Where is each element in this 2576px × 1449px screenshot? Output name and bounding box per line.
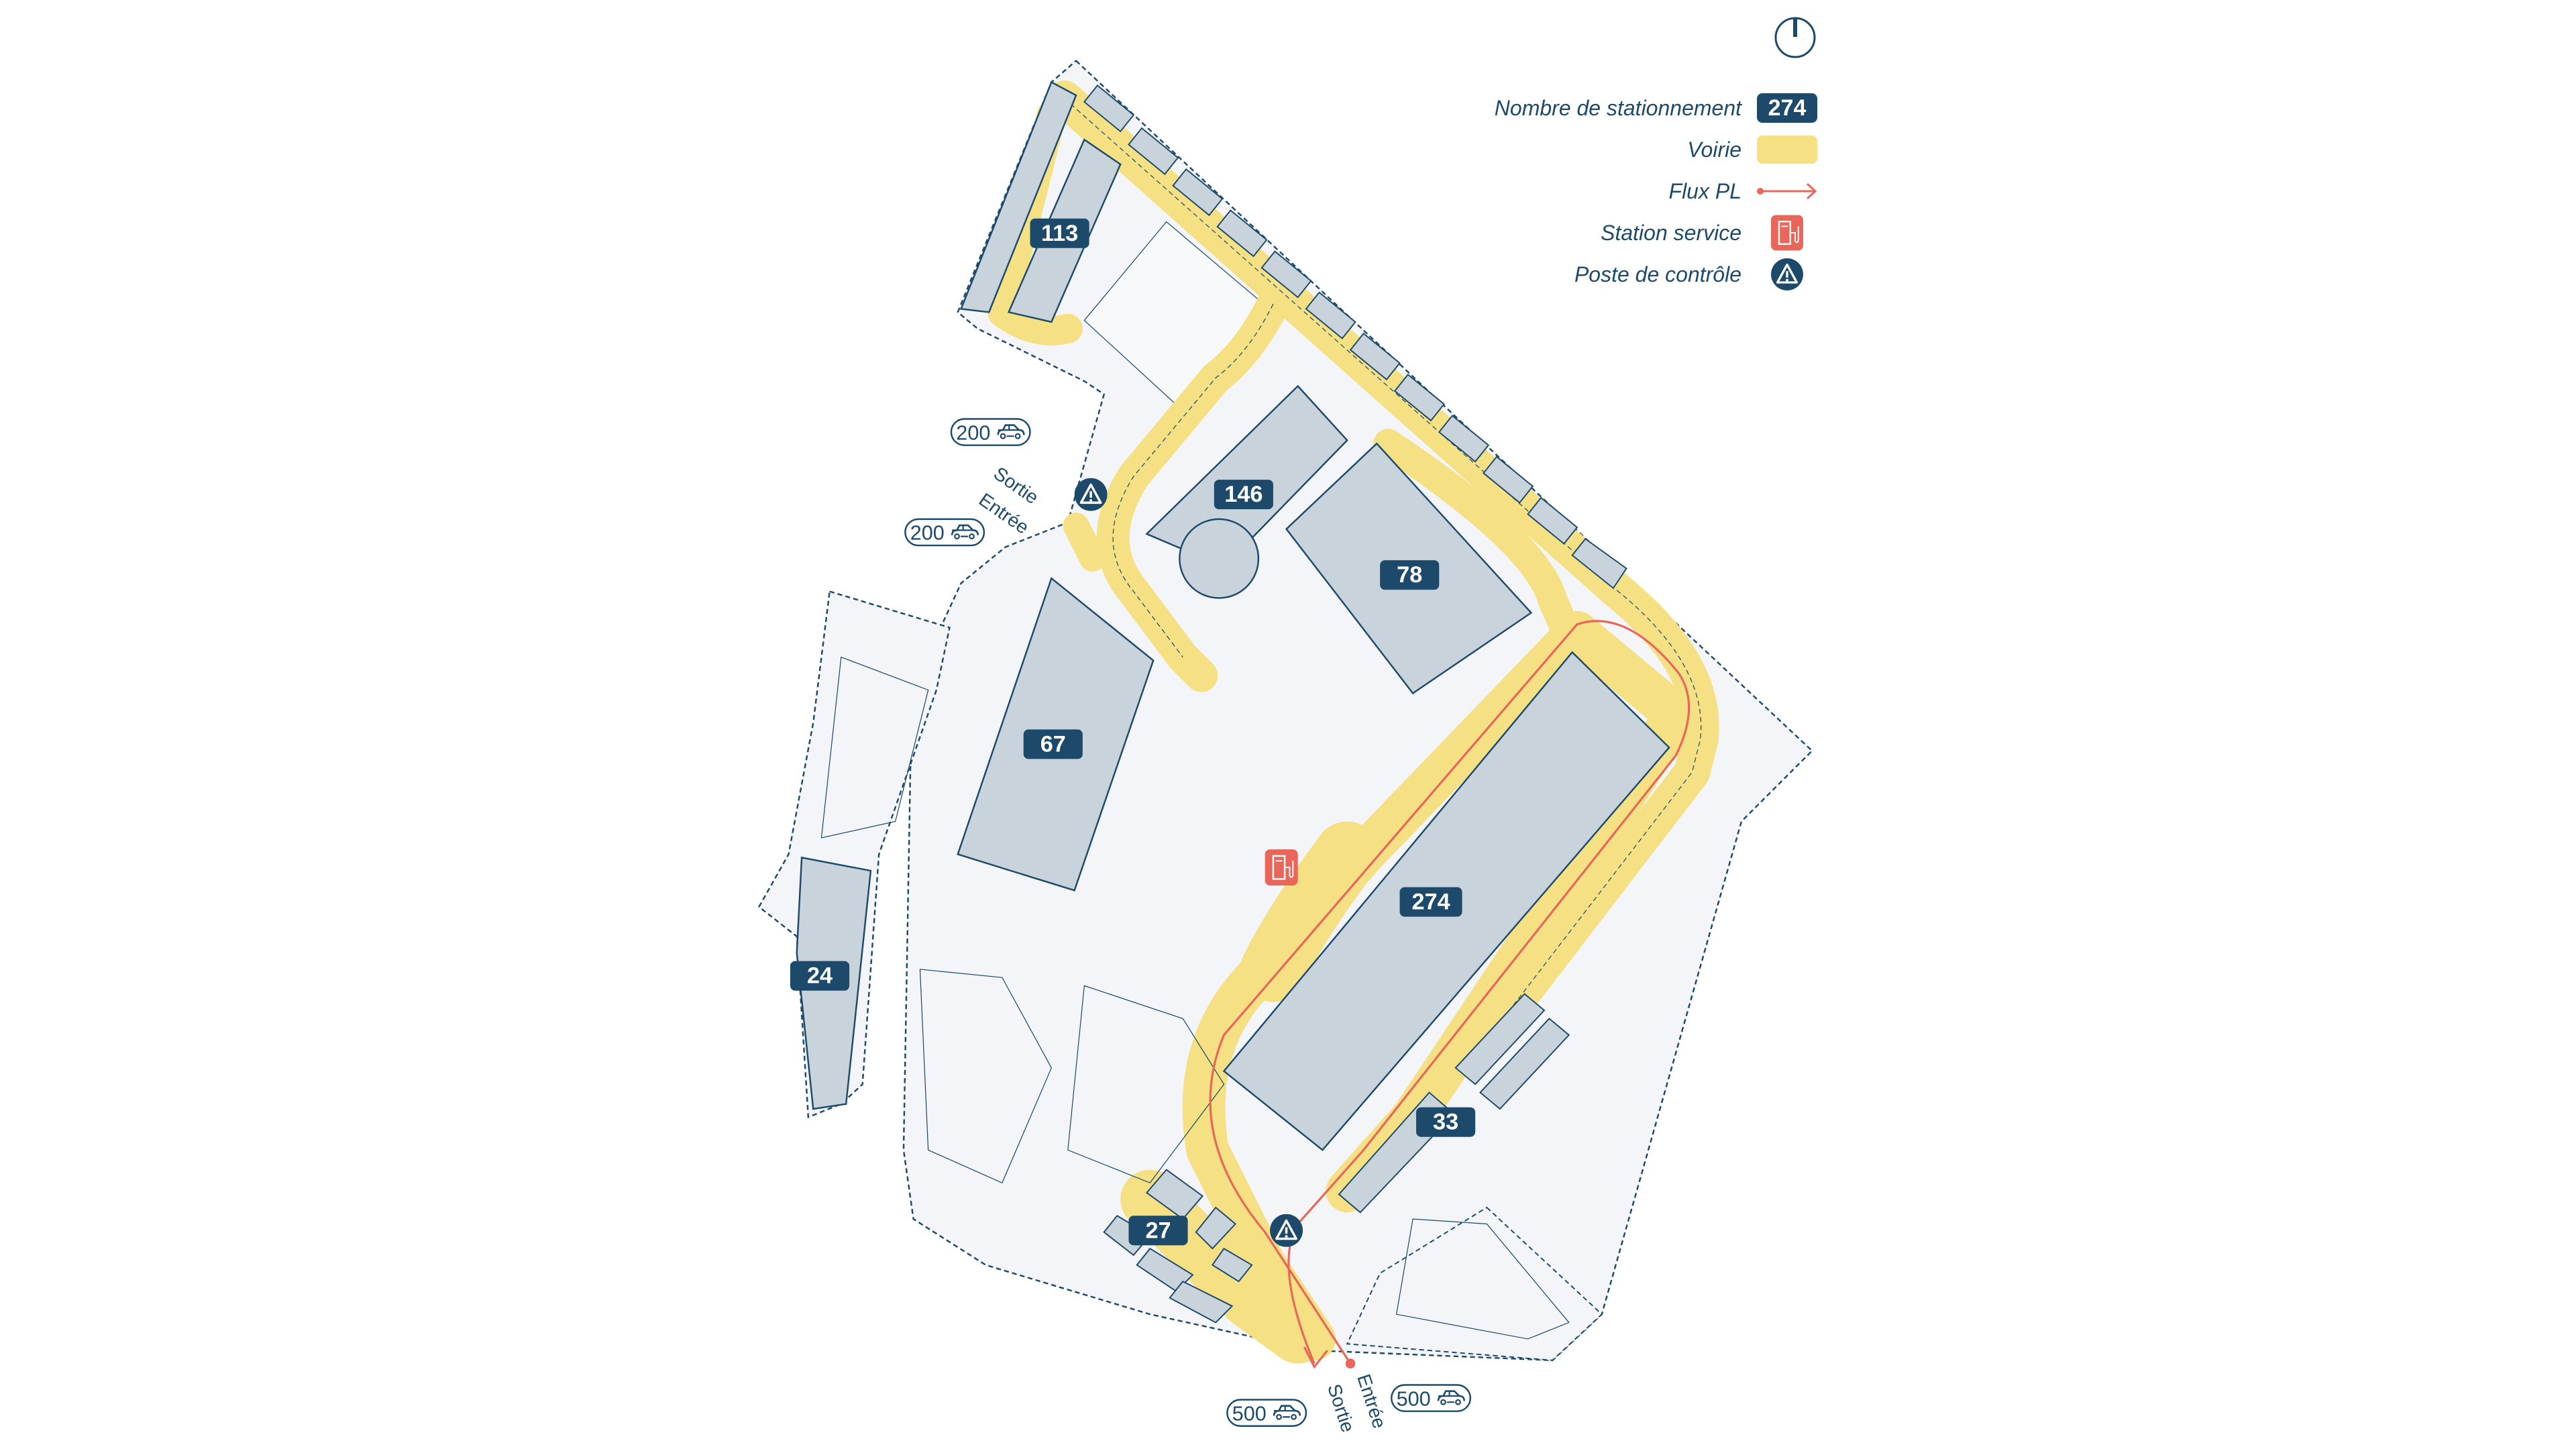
legend-label: Poste de contrôle: [1574, 262, 1741, 286]
parking-count: 113: [1041, 221, 1078, 246]
parking-count: 274: [1411, 889, 1450, 914]
parking-count: 27: [1145, 1218, 1171, 1243]
external-parking-south-left[interactable]: 500: [1226, 1399, 1307, 1427]
legend-parking-count: Nombre de stationnement 274: [1214, 87, 1818, 129]
annex-buildings: [820, 656, 1570, 1340]
capacity: 200: [956, 421, 990, 444]
parking-badge-78[interactable]: 78: [1380, 560, 1440, 590]
road-swatch: [1757, 136, 1817, 164]
north-arrow-icon: [1774, 17, 1816, 58]
south-exit-label: Sortie: [1324, 1381, 1358, 1435]
capacity: 500: [1232, 1402, 1267, 1425]
south-entry-label: Entrée: [1353, 1372, 1390, 1431]
parking-count: 146: [1224, 482, 1263, 507]
fuel-pump-icon[interactable]: [1265, 849, 1298, 885]
legend-label: Voirie: [1687, 137, 1741, 162]
parking-badge-67[interactable]: 67: [1023, 729, 1083, 759]
parking-badge-113[interactable]: 113: [1030, 218, 1089, 248]
legend-label: Nombre de stationnement: [1494, 95, 1741, 120]
warning-triangle-icon: [1771, 258, 1803, 290]
truck-flow-path: [1209, 620, 1690, 1369]
parking-badge-27[interactable]: 27: [1128, 1216, 1188, 1246]
parking-badge-33[interactable]: 33: [1416, 1107, 1476, 1137]
road-centerlines: [1064, 98, 1702, 1019]
parking-146-roundabout: [1179, 518, 1260, 599]
checkpoint-north-icon[interactable]: [1074, 478, 1108, 511]
capacity: 200: [910, 522, 945, 545]
legend-label: Flux PL: [1668, 178, 1741, 203]
parking-count: 67: [1040, 731, 1066, 757]
site-boundary: [902, 59, 1813, 1361]
external-parking-north-bottom[interactable]: 200: [904, 518, 985, 547]
parking-badge-24[interactable]: 24: [790, 961, 850, 991]
external-parking-south-right[interactable]: 500: [1391, 1384, 1472, 1412]
legend-truck-flow: Flux PL: [1214, 170, 1818, 212]
legend-checkpoint: Poste de contrôle: [1214, 254, 1818, 295]
capacity: 500: [1397, 1387, 1431, 1410]
parking-badge-274[interactable]: 274: [1399, 887, 1462, 917]
external-parking-north-top[interactable]: 200: [950, 418, 1031, 446]
parking-count: 78: [1397, 562, 1422, 588]
parking-badge-146[interactable]: 146: [1214, 480, 1273, 510]
legend-road: Voirie: [1214, 129, 1818, 170]
legend-label: Station service: [1601, 220, 1741, 245]
parking-count: 24: [807, 963, 833, 989]
legend-service-station: Station service: [1214, 212, 1818, 254]
legend: Nombre de stationnement 274 Voirie Flux …: [1214, 87, 1818, 295]
flow-arrow-icon: [1757, 182, 1817, 200]
checkpoint-south-icon[interactable]: [1270, 1214, 1303, 1247]
fuel-pump-icon: [1771, 215, 1803, 251]
ne-edge-stalls: [1083, 84, 1627, 590]
south-east-plot: [1346, 1206, 1603, 1361]
parking-113-stalls: [959, 80, 1077, 313]
parking-count-badge: 274: [1757, 93, 1817, 123]
parking-count: 33: [1433, 1110, 1458, 1135]
